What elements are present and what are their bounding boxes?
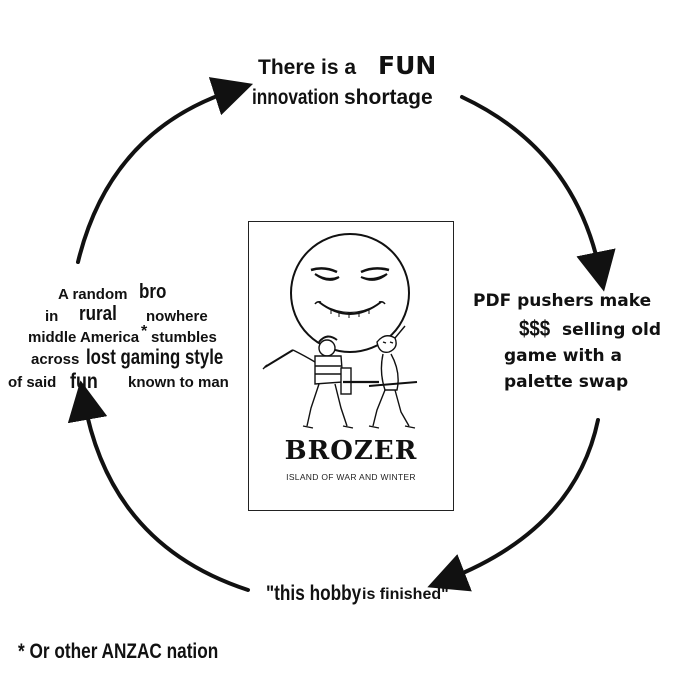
- left-fun: fun: [70, 370, 98, 393]
- top-line1: There is a: [258, 56, 357, 79]
- top-fun: FUN: [378, 51, 437, 80]
- left-middle-america: middle America: [28, 329, 140, 346]
- arrow-top-right: [460, 95, 616, 292]
- right-line1: PDF pushers make: [473, 291, 652, 311]
- left-bro: bro: [139, 281, 167, 303]
- bottom-quote-bold: "this hobby: [266, 582, 362, 605]
- left-nowhere: nowhere: [146, 308, 208, 325]
- footnote: * Or other ANZAC nation: [18, 640, 219, 663]
- gladiator-warrior-icon: [262, 335, 379, 429]
- arrow-bottom-right: [427, 418, 600, 592]
- grinning-moon-face-icon: [290, 233, 410, 353]
- right-line4: palette swap: [504, 372, 629, 392]
- left-stumbles: stumbles: [151, 329, 217, 346]
- cover-illustration: [262, 233, 418, 429]
- cover-subtitle: ISLAND OF WAR AND WINTER: [286, 472, 416, 482]
- left-of-said: of said: [8, 374, 57, 391]
- right-line3: game with a: [504, 346, 622, 366]
- goblin-creature-icon: [368, 325, 418, 429]
- arrow-top-left: [76, 77, 254, 264]
- left-across: across: [31, 351, 80, 368]
- left-asterisk: *: [141, 323, 148, 340]
- top-shortage: shortage: [344, 86, 433, 109]
- left-in: in: [45, 308, 59, 325]
- cover-title: BROZER: [284, 436, 418, 466]
- left-lost-gaming-style: lost gaming style: [86, 346, 224, 369]
- arrow-bottom-left: [67, 380, 250, 592]
- left-known-to-man: known to man: [128, 374, 229, 391]
- book-cover: BROZER ISLAND OF WAR AND WINTER: [248, 221, 454, 511]
- left-a-random: A random: [58, 286, 128, 303]
- right-money: $$$: [519, 316, 551, 341]
- bottom-quote-rest: is finished": [362, 586, 449, 603]
- top-innovation: innovation: [252, 86, 340, 109]
- right-line2: selling old: [562, 320, 661, 340]
- left-rural: rural: [79, 303, 117, 325]
